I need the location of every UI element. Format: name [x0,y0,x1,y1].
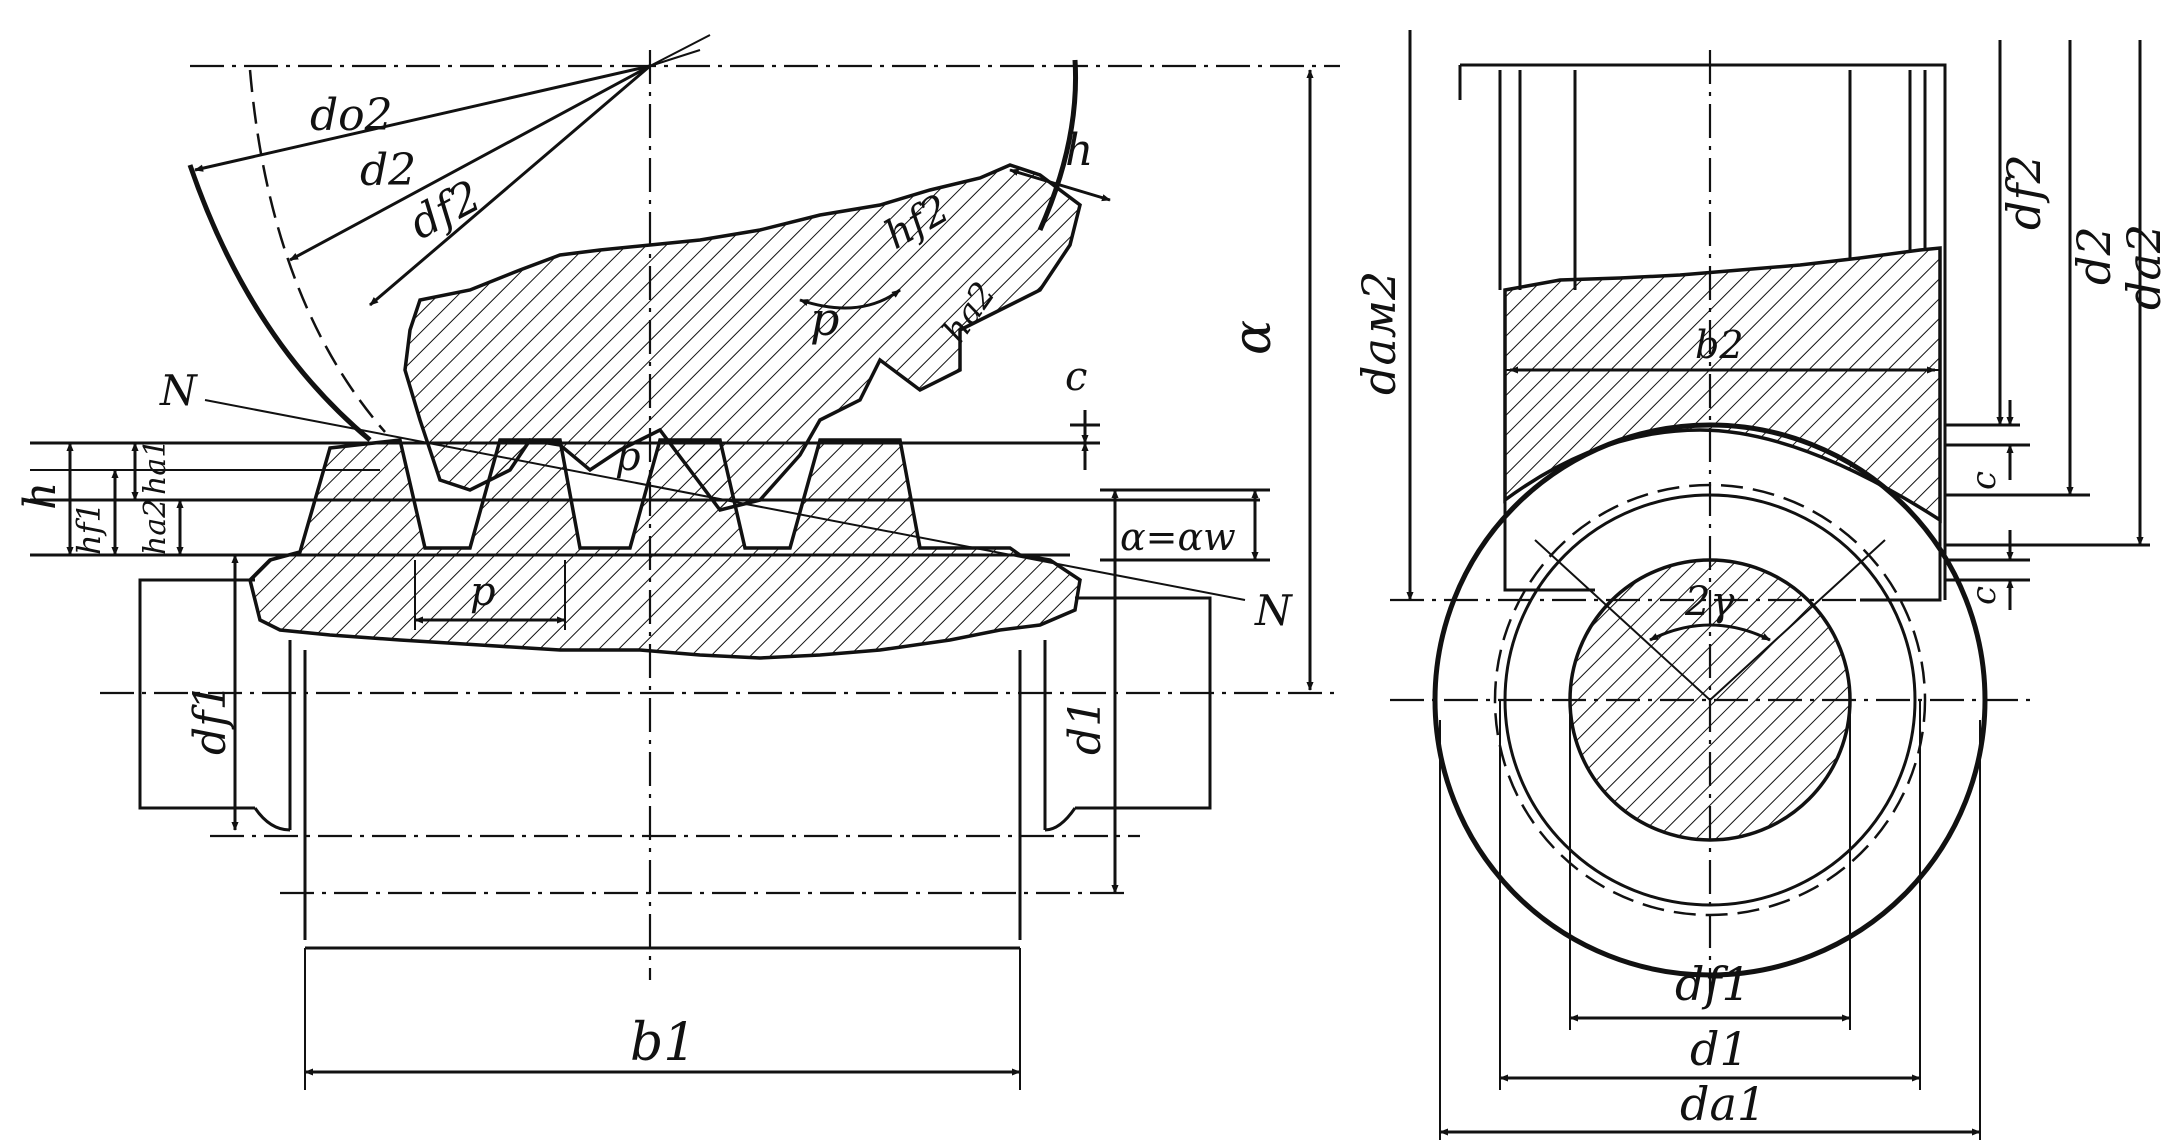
label-d-f1-right: df1 [1675,957,1751,1011]
worm-section [248,438,1082,660]
label-b-2: b2 [1695,323,1744,367]
label-c-right-top: c [1964,471,2004,490]
gear-pitch-arc [248,69,386,433]
label-d-2-left: d2 [360,145,416,196]
label-d-am2: dам2 [1352,271,1406,395]
worm-shaft-right [1075,596,1212,810]
label-c-left: c [1065,354,1087,400]
label-d-f2-right: df2 [1997,154,2051,230]
label-alpha-eq: α=αw [1120,515,1236,559]
worm-shaft-left [138,578,255,810]
label-p-bottom: p [470,569,496,615]
label-h-a2-left: ha2 [138,499,173,555]
label-d-a1: da1 [1680,1077,1766,1131]
label-b-1: b1 [630,1013,696,1073]
label-h-f1: hf1 [70,502,108,555]
label-d-1-left: d1 [1060,699,1111,755]
label-h-top: h [1065,125,1093,176]
label-alpha-center: α [1223,320,1283,355]
label-d-o2: do2 [310,90,393,141]
gear-tip-arc [187,164,372,442]
label-d-2-right: d2 [2067,226,2121,285]
label-n-right: N [1254,586,1293,635]
label-h-a1: ha1 [138,439,173,495]
left-view: do2 d2 df2 h hf2 ha2 p p p c N N h hf1 h… [15,34,1340,1090]
label-two-gamma: 2γ [1684,579,1734,625]
label-c-right-bottom: c [1964,586,2004,605]
label-h-left: h [15,482,66,510]
line-of-action [204,399,1246,601]
right-view: dам2 b2 df2 d2 da2 c c 2γ df1 d1 da1 [1352,30,2169,1140]
label-d-1-right: d1 [1690,1022,1749,1076]
label-d-a2: da2 [2117,224,2169,310]
label-p-center: p [615,434,641,480]
label-d-f1-left: df1 [185,683,236,755]
label-p-worm-top: p [810,292,839,346]
label-n-left: N [159,366,198,415]
